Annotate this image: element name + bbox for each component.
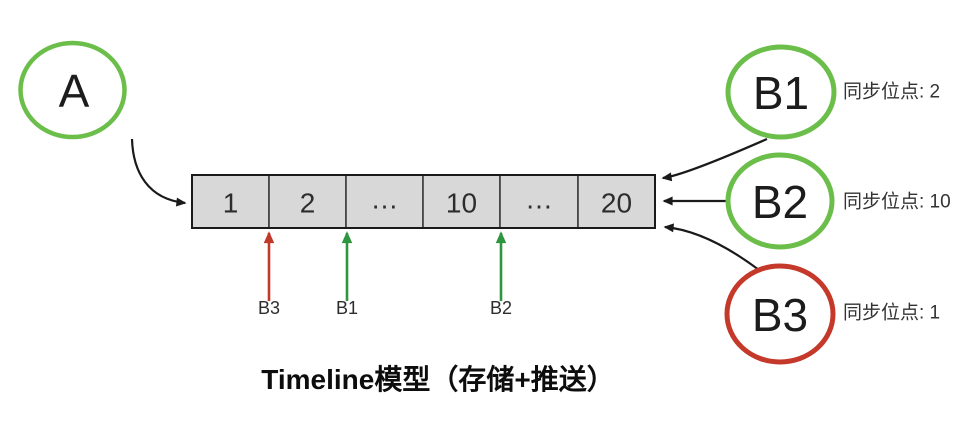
node-a-label: A [59, 65, 90, 117]
arrow-b1-to-timeline [661, 137, 768, 182]
node-b3: B3 同步位点: 1 [724, 263, 940, 365]
node-b1-sync-label: 同步位点: 2 [843, 81, 940, 103]
timeline-cell-label: 2 [300, 188, 316, 219]
timeline-cell-label: … [525, 184, 553, 215]
timeline-cell [345, 174, 424, 229]
pointer-b1: B1 [336, 231, 358, 318]
node-b1: B1 同步位点: 2 [725, 44, 940, 140]
node-b2: B2 同步位点: 10 [725, 152, 951, 250]
timeline-cell-label: 10 [446, 188, 477, 219]
timeline-cell-label: 1 [223, 188, 239, 219]
node-b1-circle [725, 44, 837, 140]
timeline-cell-label: 20 [601, 188, 632, 219]
node-b2-sync-label: 同步位点: 10 [843, 191, 951, 213]
node-b1-label: B1 [753, 67, 809, 119]
timeline: 1 2 … 10 … 20 [191, 174, 656, 229]
node-b3-label: B3 [752, 289, 808, 341]
timeline-outline [191, 174, 656, 229]
node-b2-label: B2 [752, 176, 808, 228]
pointer-b1-label: B1 [336, 298, 358, 318]
pointer-b3-label: B3 [258, 298, 280, 318]
timeline-cell [191, 174, 270, 229]
node-b3-sync-label: 同步位点: 1 [843, 302, 940, 324]
pointer-b3: B3 [258, 231, 280, 318]
node-a: A [18, 40, 127, 140]
arrow-a-to-timeline [130, 138, 187, 207]
pointer-b2: B2 [490, 231, 512, 318]
pointer-b2-label: B2 [490, 298, 512, 318]
diagram-title: Timeline模型（存储+推送） [261, 363, 614, 395]
node-b2-circle [725, 152, 835, 250]
timeline-cell-label: … [371, 184, 399, 215]
node-b3-circle [724, 263, 836, 365]
node-a-circle [18, 40, 127, 140]
arrow-b3-to-timeline [663, 223, 760, 271]
